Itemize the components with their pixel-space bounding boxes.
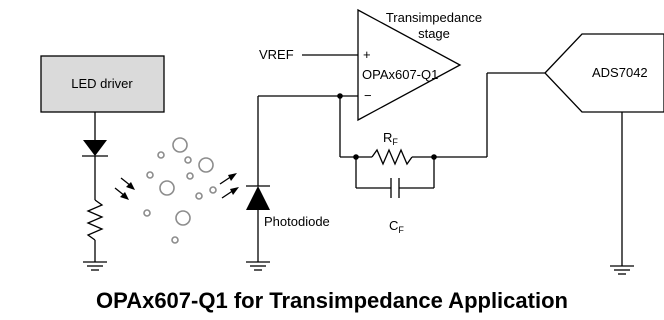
rf-label: RF [383, 130, 398, 147]
led-symbol [83, 140, 107, 156]
opamp: + − OPAx607-Q1 Transimpedance stage [340, 8, 482, 122]
feedback-resistor [371, 148, 413, 166]
opamp-label: OPAx607-Q1 [362, 67, 438, 82]
diagram-caption: OPAx607-Q1 for Transimpedance Applicatio… [96, 288, 568, 313]
ground-adc-icon [610, 265, 634, 275]
photodiode-label: Photodiode [264, 214, 330, 229]
photodiode-arrows-icon [219, 173, 239, 199]
vref-label: VREF [259, 47, 294, 62]
ground-photodiode-icon [246, 261, 270, 271]
led-resistor [86, 199, 104, 241]
ground-led-icon [83, 261, 107, 271]
led-branch [82, 112, 135, 271]
led-driver-block: LED driver [40, 55, 165, 113]
feedback-network: RF CF [337, 72, 545, 235]
adc-label: ADS7042 [592, 65, 648, 80]
cf-label: CF [389, 218, 404, 235]
opamp-plus-sign: + [363, 47, 371, 62]
light-particles [143, 137, 217, 244]
adc-block: ADS7042 [544, 33, 664, 275]
stage-label-line2: stage [418, 26, 450, 41]
photodiode-branch: Photodiode [246, 95, 340, 271]
vref-input: VREF [259, 47, 358, 62]
opamp-minus-sign: − [364, 88, 372, 103]
stage-label-line1: Transimpedance [386, 10, 482, 25]
led-emission-arrows-icon [114, 177, 135, 200]
junction-dot [337, 93, 343, 99]
photodiode-symbol [246, 186, 270, 210]
led-driver-label: LED driver [71, 76, 133, 91]
